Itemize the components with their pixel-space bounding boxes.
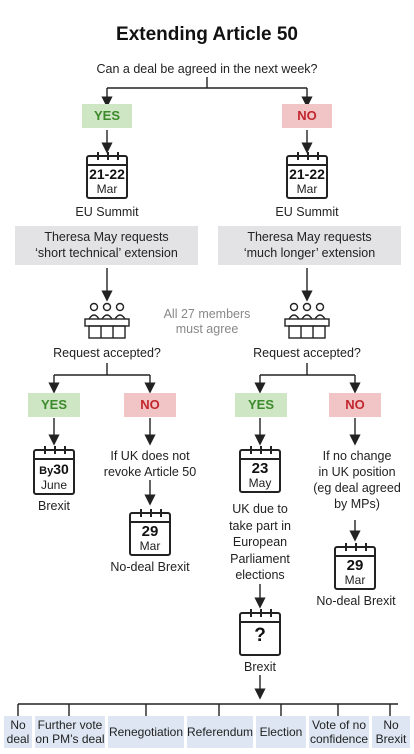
council-table-icon-right [284,302,330,339]
condition-no-change: If no change in UK position (eg deal agr… [305,448,409,512]
option-vote-no-confidence: Vote of no confidence [309,716,369,748]
condition-line: revoke Article 50 [103,465,197,479]
calendar-month: May [248,476,272,490]
members-note-line: All 27 members [163,307,251,321]
calendar-icon-question: ? [239,609,281,656]
calendar-icon-29-mar-right: 29 Mar [334,543,376,590]
request-line: Theresa May requests [247,230,372,244]
no-badge-left-2: NO [124,393,176,417]
calendar-date: 21-22 [289,166,325,182]
calendar-date: 29 [141,523,159,540]
condition-line: by MPs) [334,497,380,511]
option-referendum: Referendum [187,716,253,748]
council-table-icon-left [84,302,130,339]
condition-line: in UK position [318,465,396,479]
condition-line: (eg deal agreed [313,481,401,495]
option-further-vote: Further vote on PM’s deal [35,716,105,748]
option-line: confidence [309,732,369,746]
condition-line: UK due to [232,502,288,516]
condition-line: If no change [322,449,392,463]
request-box-left: Theresa May requests ‘short technical’ e… [15,226,198,265]
calendar-icon-29-mar-left: 29 Mar [129,509,171,556]
option-line: deal [6,732,30,746]
calendar-month: Mar [344,573,366,587]
calendar-icon-left-summit: 21-22 Mar [86,152,128,199]
event-label-right: EU Summit [275,205,339,219]
calendar-icon-right-summit: 21-22 Mar [286,152,328,199]
request-line: ‘much longer’ extension [243,246,376,260]
yes-badge-right-2: YES [235,393,287,417]
request-line: ‘short technical’ extension [35,246,178,260]
condition-line: elections [235,568,285,582]
no-badge-right: NO [282,104,332,128]
members-note: All 27 members must agree [152,307,262,337]
calendar-month: Mar [296,182,318,196]
yes-badge-left-2: YES [28,393,80,417]
outcome-no-deal-left: No-deal Brexit [110,560,190,574]
outcome-brexit-right: Brexit [244,660,276,674]
calendar-month: Mar [96,182,118,196]
condition-ep-elections: UK due to take part in European Parliame… [210,501,310,584]
calendar-month: Mar [139,539,161,553]
condition-revoke: If UK does not revoke Article 50 [95,448,205,480]
option-election: Election [256,716,306,748]
outcome-brexit-left: Brexit [38,499,70,513]
condition-line: If UK does not [110,449,190,463]
option-line: No [383,718,399,732]
calendar-icon-by-30-june: By30 June [33,446,75,495]
request-box-right: Theresa May requests ‘much longer’ exten… [218,226,401,265]
option-line: on PM’s deal [35,732,105,746]
option-renegotiation: Renegotiation [108,716,184,748]
calendar-date: 30 [53,461,69,477]
condition-line: take part in [229,518,291,533]
request-accepted-left: Request accepted? [53,346,161,360]
question-mark: ? [254,625,266,646]
calendar-date: 21-22 [89,166,125,182]
members-note-line: must agree [175,322,239,336]
option-line: Vote of no [311,718,367,732]
outcome-no-deal-right: No-deal Brexit [316,594,396,608]
option-no-brexit: No Brexit [372,716,410,748]
request-line: Theresa May requests [44,230,169,244]
condition-line: European [232,535,288,549]
option-line: No [10,718,26,732]
question-top: Can a deal be agreed in the next week? [96,62,318,76]
condition-line: Parliament [230,551,290,566]
option-line: Further vote [37,718,103,732]
no-badge-right-2: NO [329,393,381,417]
calendar-date: 23 [251,460,269,477]
calendar-icon-23-may: 23 May [239,446,281,493]
event-label-left: EU Summit [75,205,139,219]
yes-badge-left: YES [82,104,132,128]
option-no-deal: No deal [4,716,32,748]
option-line: Brexit [375,732,407,746]
calendar-date: 29 [346,557,364,574]
request-accepted-right: Request accepted? [253,346,361,360]
calendar-month: June [40,478,68,492]
calendar-date-prefix: By [39,465,54,477]
page-title: Extending Article 50 [116,24,298,45]
